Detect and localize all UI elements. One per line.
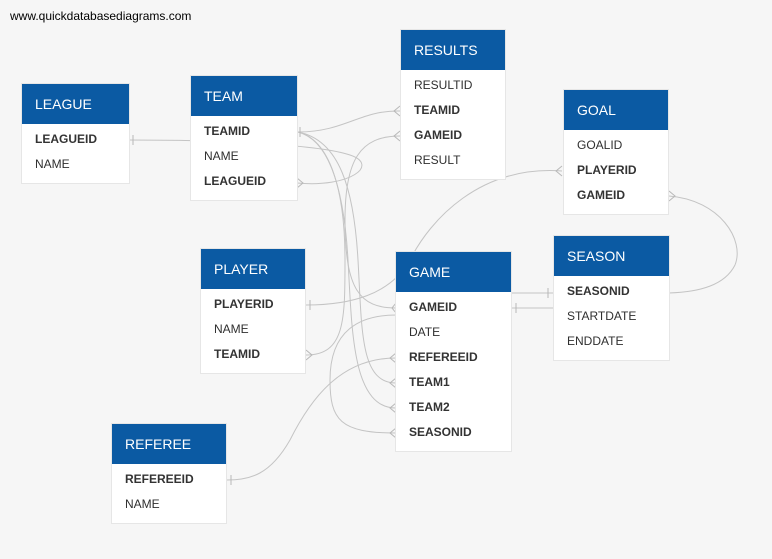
table-goal-header[interactable]: GOAL xyxy=(564,90,668,130)
rel-results-team xyxy=(297,110,401,133)
table-goal[interactable]: GOAL GOALID PLAYERID GAMEID xyxy=(564,90,668,214)
field-referee-refereeid: REFEREEID xyxy=(125,472,194,486)
table-referee-header[interactable]: REFEREE xyxy=(112,424,226,464)
rel-player-team xyxy=(297,131,346,356)
table-season-header[interactable]: SEASON xyxy=(554,236,669,276)
table-game-header[interactable]: GAME xyxy=(396,252,511,292)
field-season-enddate: ENDDATE xyxy=(567,334,624,348)
table-league-header[interactable]: LEAGUE xyxy=(22,84,129,124)
watermark-text: www.quickdatabasediagrams.com xyxy=(10,9,192,23)
field-results-teamid: TEAMID xyxy=(414,103,460,117)
field-season-startdate: STARTDATE xyxy=(567,309,637,323)
field-game-refereeid: REFEREEID xyxy=(409,350,478,364)
field-game-team1: TEAM1 xyxy=(409,375,450,389)
table-team-header[interactable]: TEAM xyxy=(191,76,297,116)
table-game[interactable]: GAME GAMEID DATE REFEREEID TEAM1 TEAM2 S… xyxy=(396,252,511,451)
table-team[interactable]: TEAM TEAMID NAME LEAGUEID xyxy=(191,76,297,200)
field-player-teamid: TEAMID xyxy=(214,347,260,361)
field-league-leagueid: LEAGUEID xyxy=(35,132,98,146)
rel-goal-season xyxy=(668,195,738,294)
field-team-leagueid: LEAGUEID xyxy=(204,174,267,188)
rel-results-game xyxy=(344,135,401,309)
field-team-name: NAME xyxy=(204,149,239,163)
table-league[interactable]: LEAGUE LEAGUEID NAME xyxy=(22,84,129,183)
field-results-resultid: RESULTID xyxy=(414,78,473,92)
field-team-teamid: TEAMID xyxy=(204,124,250,138)
rel-game-referee xyxy=(226,357,397,481)
rel-game-team1 xyxy=(297,131,397,384)
field-goal-playerid: PLAYERID xyxy=(577,163,637,177)
field-player-playerid: PLAYERID xyxy=(214,297,274,311)
rel-game-team2 xyxy=(297,131,397,409)
table-referee[interactable]: REFEREE REFEREEID NAME xyxy=(112,424,226,523)
field-goal-goalid: GOALID xyxy=(577,138,623,152)
table-player[interactable]: PLAYER PLAYERID NAME TEAMID xyxy=(201,249,305,373)
field-results-gameid: GAMEID xyxy=(414,128,462,142)
field-player-name: NAME xyxy=(214,322,249,336)
field-game-team2: TEAM2 xyxy=(409,400,450,414)
field-goal-gameid: GAMEID xyxy=(577,188,625,202)
field-referee-name: NAME xyxy=(125,497,160,511)
table-results-header[interactable]: RESULTS xyxy=(401,30,505,70)
field-game-gameid: GAMEID xyxy=(409,300,457,314)
field-league-name: NAME xyxy=(35,157,70,171)
table-player-header[interactable]: PLAYER xyxy=(201,249,305,289)
field-results-result: RESULT xyxy=(414,153,461,167)
field-game-date: DATE xyxy=(409,325,441,339)
field-game-seasonid: SEASONID xyxy=(409,425,472,439)
field-season-seasonid: SEASONID xyxy=(567,284,630,298)
table-results[interactable]: RESULTS RESULTID TEAMID GAMEID RESULT xyxy=(401,30,505,179)
table-season[interactable]: SEASON SEASONID STARTDATE ENDDATE xyxy=(554,236,669,360)
rel-game-seasonid xyxy=(329,314,397,434)
